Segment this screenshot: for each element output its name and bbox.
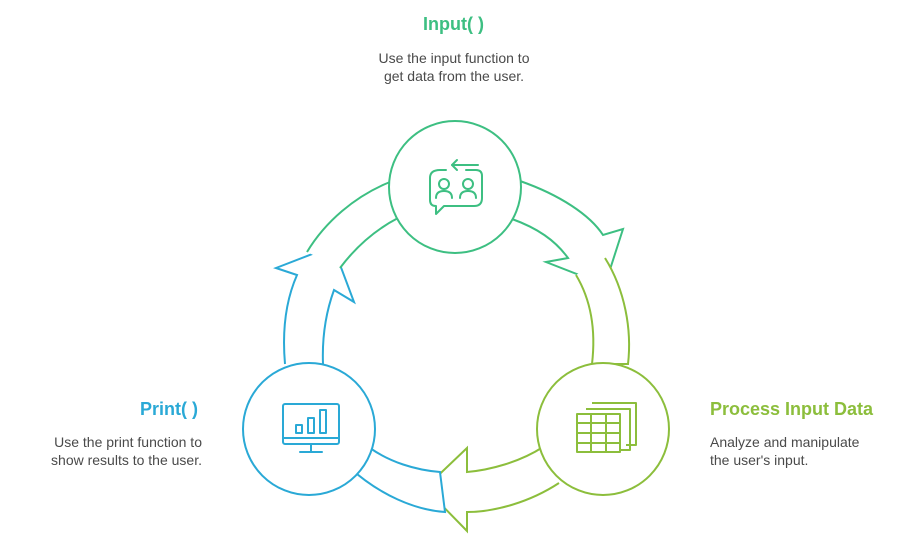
- input-title: Input( ): [423, 14, 484, 34]
- arc-input-segment: [306, 180, 400, 269]
- input-node-circle: [388, 120, 522, 254]
- print-desc-line2: show results to the user.: [51, 452, 202, 468]
- arrow-input-to-process: [511, 180, 625, 287]
- process-description: Analyze and manipulate the user's input.: [710, 433, 900, 469]
- process-node-circle: [536, 362, 670, 496]
- process-desc-line2: the user's input.: [710, 452, 809, 468]
- input-desc-line1: Use the input function to: [378, 50, 530, 66]
- table-stack-icon: [576, 402, 637, 453]
- monitor-chart-icon: [282, 403, 340, 453]
- print-description: Use the print function to show results t…: [20, 433, 202, 469]
- user-exchange-icon: [429, 159, 483, 215]
- arrow-print-to-input: [273, 244, 356, 365]
- arc-print-segment: [349, 447, 447, 514]
- process-title: Process Input Data: [710, 399, 874, 419]
- input-description: Use the input function to get data from …: [368, 49, 540, 85]
- arc-process-segment: [575, 257, 631, 365]
- process-desc-line1: Analyze and manipulate: [710, 434, 860, 450]
- print-title: Print( ): [140, 399, 198, 419]
- input-desc-line2: get data from the user.: [383, 68, 525, 84]
- print-desc-line1: Use the print function to: [54, 434, 202, 450]
- arrow-process-to-print: [423, 445, 560, 534]
